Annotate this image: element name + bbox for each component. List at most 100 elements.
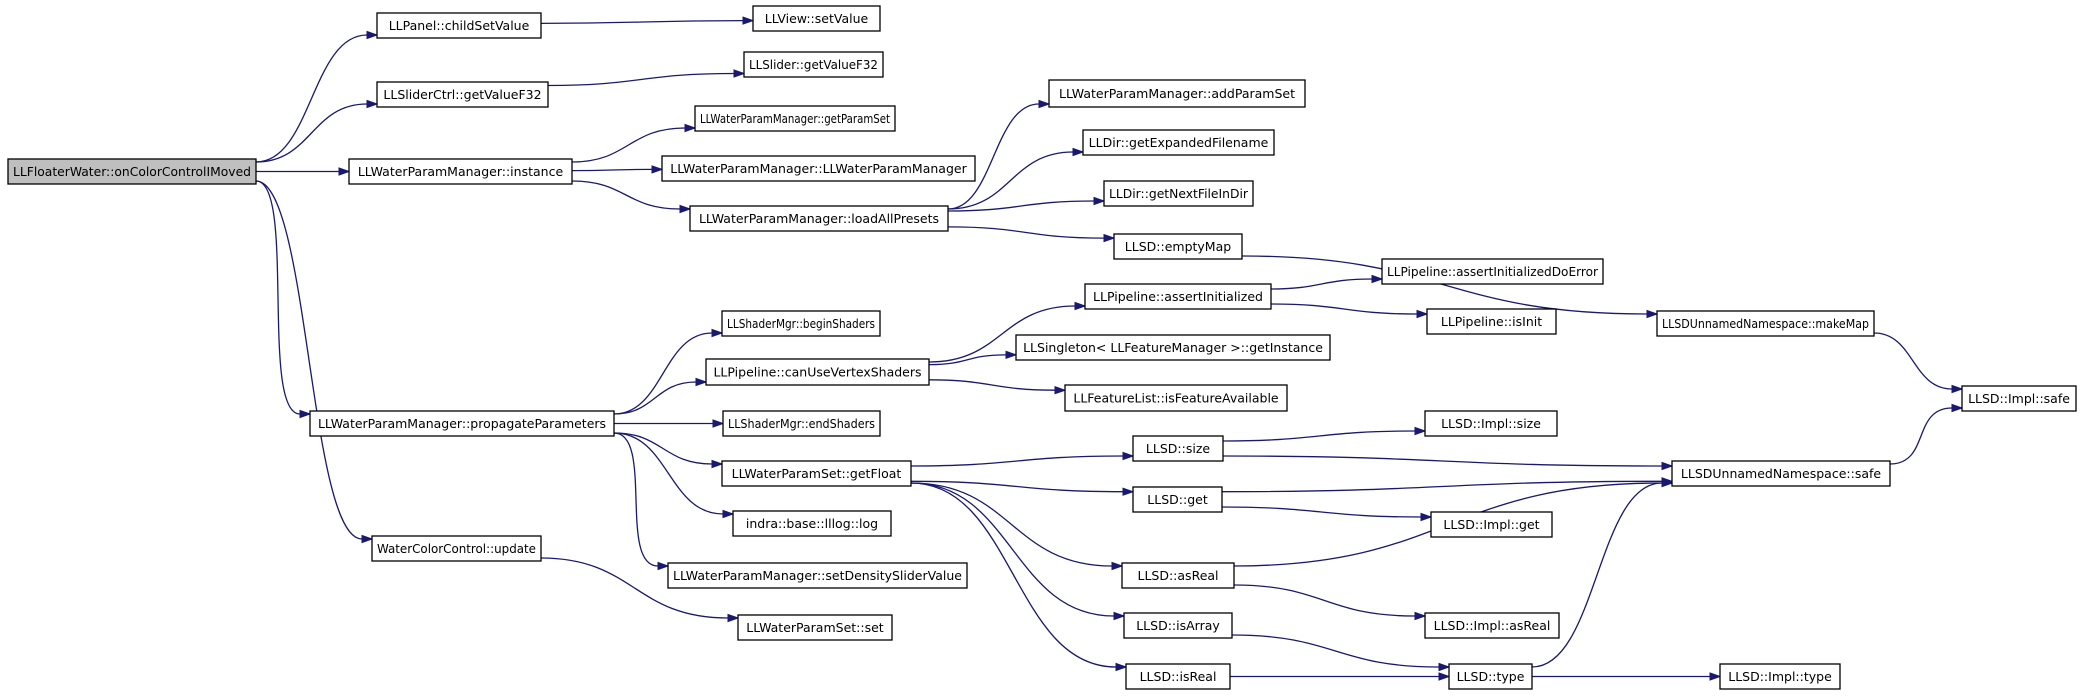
arrowhead-icon (712, 419, 725, 428)
edge-line (947, 103, 1040, 210)
function-node-llshadermgr-beginshaders[interactable]: LLShaderMgr::beginShaders (721, 310, 881, 337)
node-label: WaterColorControl::update (377, 541, 536, 556)
function-node-llsdunnamednamespace-makemap[interactable]: LLSDUnnamedNamespace::makeMap (1656, 310, 1875, 337)
call-edge (613, 328, 724, 415)
edge-line (1873, 332, 1953, 390)
node-label: LLPipeline::canUseVertexShaders (713, 365, 921, 380)
call-edge (910, 480, 1135, 496)
function-node-llsd-asreal[interactable]: LLSD::asReal (1121, 562, 1235, 589)
function-node-llview-setvalue[interactable]: LLView::setValue (752, 5, 881, 32)
node-label: LLPipeline::assertInitializedDoError (1387, 264, 1599, 279)
edge-line (928, 379, 1056, 391)
arrowhead-icon (338, 167, 351, 176)
node-label: LLSD::type (1457, 669, 1525, 684)
edge-line (910, 480, 1124, 493)
arrowhead-icon (711, 328, 724, 338)
function-node-llpanel-childsetvalue[interactable]: LLPanel::childSetValue (376, 12, 542, 39)
function-node-llwaterparammanager-propagateparameters[interactable]: LLWaterParamManager::propagateParameters (309, 410, 615, 437)
function-node-llsd-size[interactable]: LLSD::size (1132, 435, 1224, 462)
edge-line (1231, 634, 1440, 668)
node-box (1430, 511, 1553, 538)
function-node-indra-base-lllog-log[interactable]: indra::base::lllog::log (732, 510, 892, 537)
root-function-node[interactable]: LLFloaterWater::onColorControlIMoved (7, 158, 257, 185)
edge-line (255, 34, 368, 163)
call-edge (255, 99, 379, 163)
arrowhead-icon (679, 204, 692, 214)
function-node-llsd-isreal[interactable]: LLSD::isReal (1125, 663, 1231, 690)
node-label: LLSD::isReal (1140, 669, 1217, 684)
call-edge (910, 451, 1135, 467)
edge-line (571, 168, 653, 172)
node-box (1048, 79, 1306, 108)
function-node-llfeaturelist-isfeatureavailable[interactable]: LLFeatureList::isFeatureAvailable (1064, 384, 1288, 412)
call-edge (540, 16, 755, 25)
edge-line (571, 180, 681, 210)
edge-line (1222, 455, 1663, 467)
function-node-llwaterparamset-getfloat[interactable]: LLWaterParamSet::getFloat (721, 460, 912, 487)
function-node-llwaterparammanager-getparamset[interactable]: LLWaterParamManager::getParamSet (694, 105, 896, 132)
node-label: LLSlider::getValueF32 (749, 57, 878, 72)
node-box (1015, 334, 1331, 361)
call-edge (571, 123, 697, 163)
arrowhead-icon (1414, 611, 1427, 621)
arrowhead-icon (1111, 561, 1124, 571)
arrowhead-icon (1646, 309, 1659, 319)
function-node-llwaterparammanager-loadallpresets[interactable]: LLWaterParamManager::loadAllPresets (689, 205, 949, 232)
node-box (694, 105, 896, 132)
call-edge (1531, 672, 1722, 681)
call-edge (910, 482, 1128, 672)
function-node-llsd-emptymap[interactable]: LLSD::emptyMap (1113, 233, 1243, 260)
function-node-llwaterparammanager-llwaterparammanager[interactable]: LLWaterParamManager::LLWaterParamManager (661, 155, 976, 182)
node-box (1448, 663, 1533, 690)
node-box (737, 614, 893, 641)
node-box (1132, 435, 1224, 462)
edge-line (255, 180, 301, 415)
node-label: LLSD::emptyMap (1125, 239, 1231, 254)
function-node-llsingleton-llfeaturemanager-getinstance[interactable]: LLSingleton< LLFeatureManager >::getInst… (1015, 334, 1331, 361)
call-edge (571, 165, 664, 174)
function-node-llwaterparammanager-addparamset[interactable]: LLWaterParamManager::addParamSet (1048, 79, 1306, 108)
function-node-llsd-impl-size[interactable]: LLSD::Impl::size (1424, 410, 1558, 437)
call-edge (947, 196, 1106, 212)
function-node-llpipeline-canusevertexshaders[interactable]: LLPipeline::canUseVertexShaders (705, 358, 930, 386)
function-node-llsd-isarray[interactable]: LLSD::isArray (1123, 612, 1233, 639)
function-node-lldir-getexpandedfilename[interactable]: LLDir::getExpandedFilename (1082, 129, 1275, 156)
function-node-watercolorcontrol-update[interactable]: WaterColorControl::update (371, 535, 542, 562)
function-node-llsd-impl-type[interactable]: LLSD::Impl::type (1719, 663, 1841, 690)
node-label: LLShaderMgr::beginShaders (727, 316, 875, 331)
call-edge (540, 557, 740, 623)
arrowhead-icon (684, 123, 697, 133)
call-edge (613, 432, 724, 469)
function-node-llslider-getvaluef32[interactable]: LLSlider::getValueF32 (743, 51, 884, 78)
node-box (667, 562, 968, 589)
call-edge (1873, 332, 1964, 394)
function-node-llsd-type[interactable]: LLSD::type (1448, 663, 1533, 690)
arrowhead-icon (711, 459, 724, 469)
function-node-llwaterparammanager-setdensityslidervalue[interactable]: LLWaterParamManager::setDensitySliderVal… (667, 562, 968, 589)
arrowhead-icon (1661, 461, 1674, 471)
function-node-llshadermgr-endshaders[interactable]: LLShaderMgr::endShaders (722, 410, 881, 437)
arrowhead-icon (1103, 233, 1116, 243)
node-box (721, 310, 881, 337)
function-node-llpipeline-isinit[interactable]: LLPipeline::isInit (1426, 308, 1557, 335)
function-node-llsd-impl-asreal[interactable]: LLSD::Impl::asReal (1424, 612, 1560, 639)
arrowhead-icon (651, 165, 664, 174)
function-node-llsd-impl-safe[interactable]: LLSD::Impl::safe (1961, 385, 2077, 412)
function-node-llsdunnamednamespace-safe[interactable]: LLSDUnnamedNamespace::safe (1671, 460, 1891, 487)
arrowhead-icon (1371, 274, 1384, 284)
node-box (752, 5, 881, 32)
node-label: LLSD::get (1147, 492, 1208, 507)
arrowhead-icon (1115, 662, 1128, 672)
edges-layer (255, 16, 1964, 681)
function-node-llpipeline-assertinitializeddoerror[interactable]: LLPipeline::assertInitializedDoError (1381, 258, 1604, 285)
function-node-llsliderctrl-getvaluef32[interactable]: LLSliderCtrl::getValueF32 (376, 81, 549, 108)
function-node-lldir-getnextfileindir[interactable]: LLDir::getNextFileInDir (1103, 180, 1254, 207)
edge-line (947, 226, 1105, 239)
function-node-llwaterparamset-set[interactable]: LLWaterParamSet::set (737, 614, 893, 641)
function-node-llsd-impl-get[interactable]: LLSD::Impl::get (1430, 511, 1553, 538)
function-node-llpipeline-assertinitialized[interactable]: LLPipeline::assertInitialized (1084, 283, 1272, 310)
function-node-llwaterparammanager-instance[interactable]: LLWaterParamManager::instance (348, 158, 573, 185)
arrowhead-icon (1122, 487, 1135, 496)
arrowhead-icon (299, 409, 312, 419)
function-node-llsd-get[interactable]: LLSD::get (1132, 486, 1223, 513)
